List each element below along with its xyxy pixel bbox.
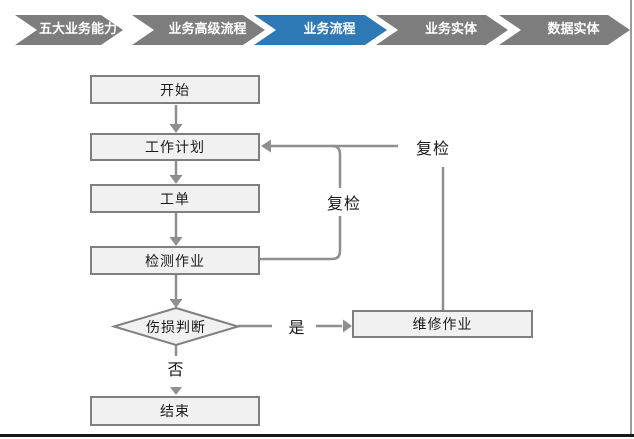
arrowhead-into-decision — [169, 299, 183, 308]
arrowhead-into-order — [169, 175, 183, 184]
frame-border-right — [630, 0, 632, 435]
breadcrumb: 五大业务能力 业务高级流程 业务流程 业务实体 数据实体 — [0, 15, 634, 45]
node-end: 结束 — [90, 396, 260, 426]
edge-recheck-inner-lower — [260, 216, 342, 261]
arrowhead-into-end — [170, 387, 182, 395]
node-inspection-job: 检测作业 — [90, 246, 260, 275]
node-work-plan: 工作计划 — [90, 133, 260, 161]
node-start: 开始 — [90, 75, 260, 104]
nav-item-business-entity[interactable]: 业务实体 — [376, 15, 508, 45]
edge-label-yes: 是 — [285, 316, 309, 337]
node-damage-decision: 伤损判断 — [146, 319, 206, 336]
arrowhead-into-plan — [169, 124, 183, 133]
node-work-order: 工单 — [90, 184, 260, 213]
edge-label-recheck-inner: 复检 — [320, 191, 368, 213]
edge-recheck-inner-upper — [331, 144, 342, 188]
nav-item-high-level-process[interactable]: 业务高级流程 — [132, 15, 265, 45]
edge-label-recheck-outer: 复检 — [409, 136, 457, 158]
frame-border-bottom — [0, 434, 634, 437]
edge-label-no: 否 — [164, 358, 188, 379]
nav-item-business-process[interactable]: 业务流程 — [254, 15, 387, 45]
nav-item-data-entity[interactable]: 数据实体 — [499, 15, 630, 45]
arrowhead-into-repair — [343, 319, 352, 333]
arrowhead-recheck-into-plan — [261, 139, 271, 153]
arrowhead-into-inspection — [169, 237, 183, 246]
node-repair-job: 维修作业 — [352, 310, 533, 338]
decision-diamond-shape — [110, 306, 242, 347]
